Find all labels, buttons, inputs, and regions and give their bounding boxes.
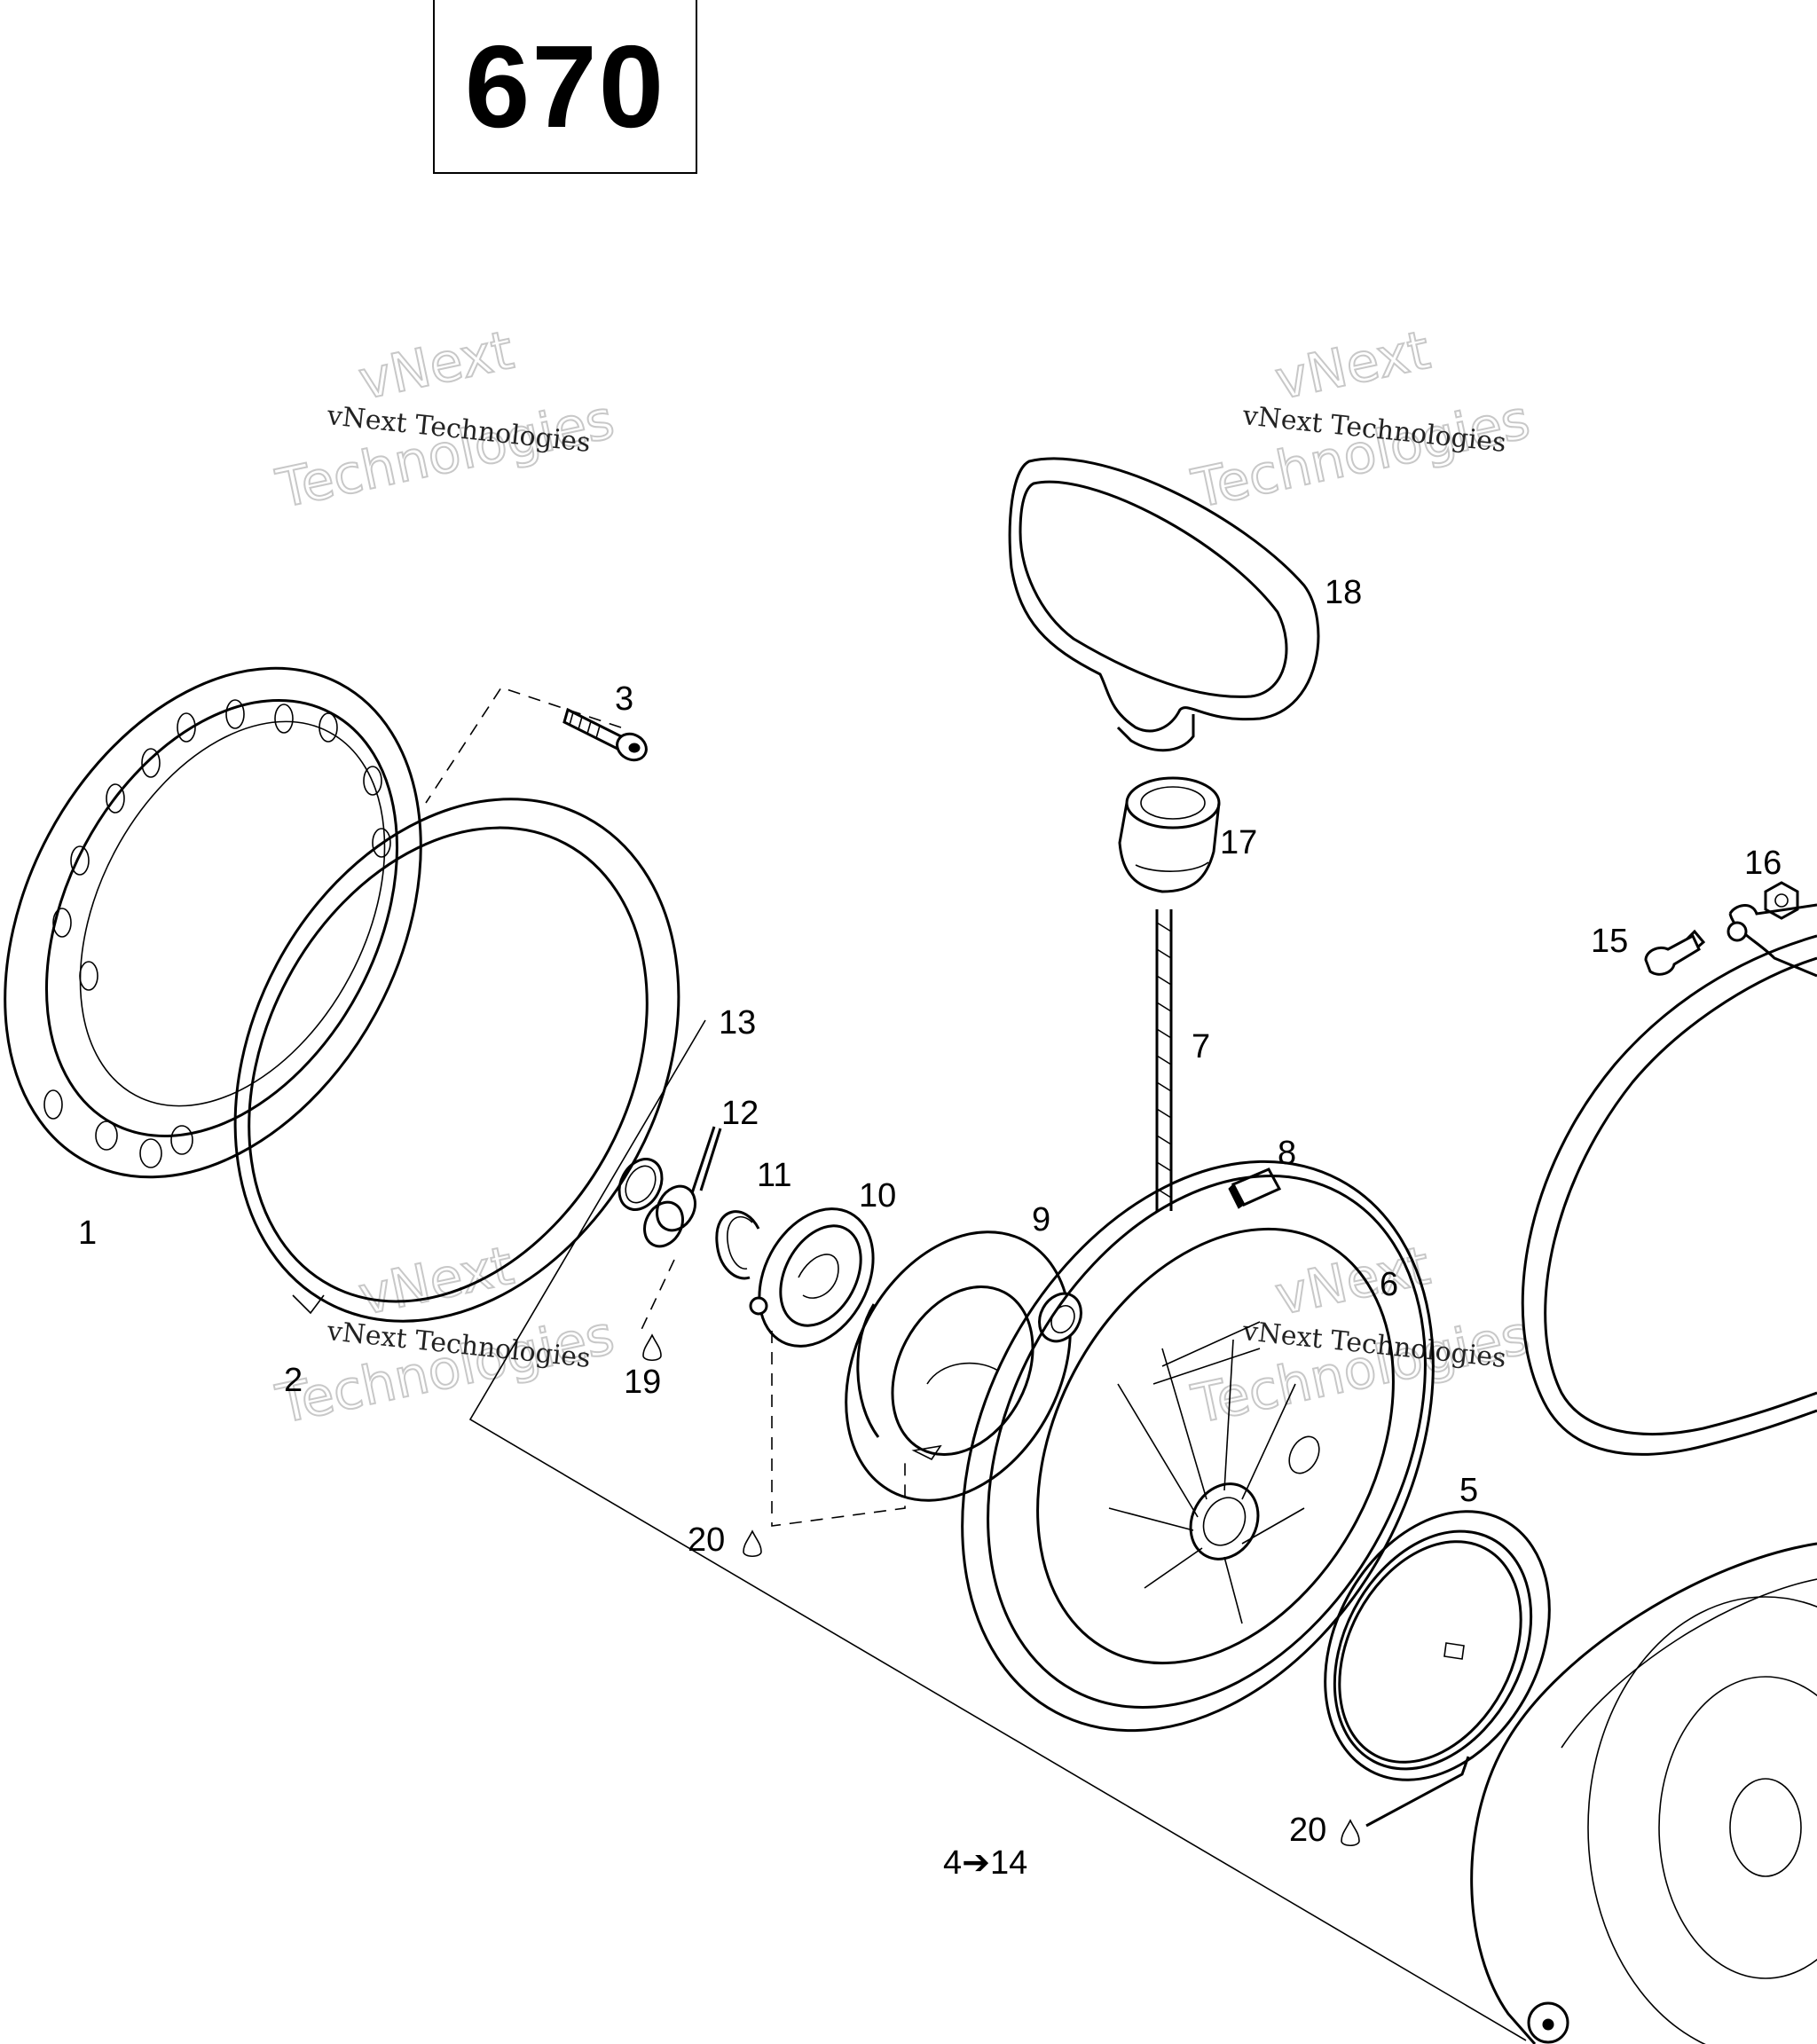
leader-lines bbox=[425, 687, 1527, 2041]
watermark-bottom-left: vNext Technologies vNext Technologies bbox=[271, 1234, 621, 1437]
part-17-grommet bbox=[1118, 776, 1221, 893]
part-8-key bbox=[1228, 1167, 1282, 1209]
drop-icon bbox=[642, 1333, 662, 1362]
part-5-recoil-spring bbox=[1324, 1510, 1551, 1781]
label-part-15: 15 bbox=[1591, 923, 1628, 960]
part-3-bolt bbox=[562, 707, 648, 762]
drop-icon bbox=[1341, 1819, 1360, 1847]
label-parts-4-14: 4➔14 bbox=[943, 1844, 1027, 1882]
diagram-code-box: 670 bbox=[433, 0, 697, 174]
part-18-handle bbox=[1008, 457, 1320, 752]
starter-cover bbox=[1470, 1542, 1817, 2044]
watermark-top-right: vNext Technologies vNext Technologies bbox=[1186, 318, 1537, 522]
watermark-bottom-right: vNext Technologies vNext Technologies bbox=[1186, 1234, 1537, 1437]
part-10-pawl bbox=[749, 1207, 875, 1348]
label-part-6: 6 bbox=[1380, 1266, 1398, 1303]
label-part-20-a: 20 bbox=[688, 1521, 725, 1559]
label-part-9: 9 bbox=[1032, 1201, 1050, 1238]
label-part-16: 16 bbox=[1744, 845, 1782, 882]
svg-text:vNext: vNext bbox=[1270, 319, 1436, 413]
part-7-rope bbox=[1155, 909, 1173, 1211]
label-part-7: 7 bbox=[1192, 1028, 1210, 1065]
label-part-12: 12 bbox=[721, 1095, 759, 1132]
label-part-20-b: 20 bbox=[1289, 1812, 1326, 1849]
label-part-10: 10 bbox=[859, 1177, 896, 1215]
part-15-screw bbox=[1644, 929, 1706, 976]
label-part-8: 8 bbox=[1278, 1135, 1296, 1172]
part-1-retainer-ring bbox=[4, 666, 422, 1179]
part-11-clip bbox=[715, 1210, 760, 1280]
label-part-18: 18 bbox=[1325, 574, 1362, 611]
part-12-spring bbox=[643, 1126, 722, 1248]
drop-icon bbox=[743, 1529, 762, 1558]
diagram-code: 670 bbox=[464, 20, 666, 152]
part-9-hub bbox=[845, 1230, 1082, 1502]
label-part-11: 11 bbox=[757, 1157, 791, 1194]
label-part-5: 5 bbox=[1459, 1472, 1478, 1509]
label-part-2: 2 bbox=[284, 1362, 303, 1399]
part-2-ring bbox=[233, 798, 680, 1323]
svg-text:vNext: vNext bbox=[354, 319, 519, 413]
svg-text:vNext: vNext bbox=[354, 1235, 519, 1328]
label-part-17: 17 bbox=[1220, 824, 1257, 861]
part-6-pulley bbox=[961, 1160, 1435, 1733]
starter-housing bbox=[1521, 903, 1817, 1456]
label-part-1: 1 bbox=[78, 1215, 97, 1252]
label-part-3: 3 bbox=[615, 680, 633, 718]
watermark-top-left: vNext Technologies vNext Technologies bbox=[271, 318, 621, 522]
part-13-small-ring bbox=[617, 1158, 664, 1211]
label-part-13: 13 bbox=[719, 1004, 756, 1042]
svg-text:vNext: vNext bbox=[1270, 1235, 1436, 1328]
label-part-19: 19 bbox=[624, 1364, 661, 1401]
